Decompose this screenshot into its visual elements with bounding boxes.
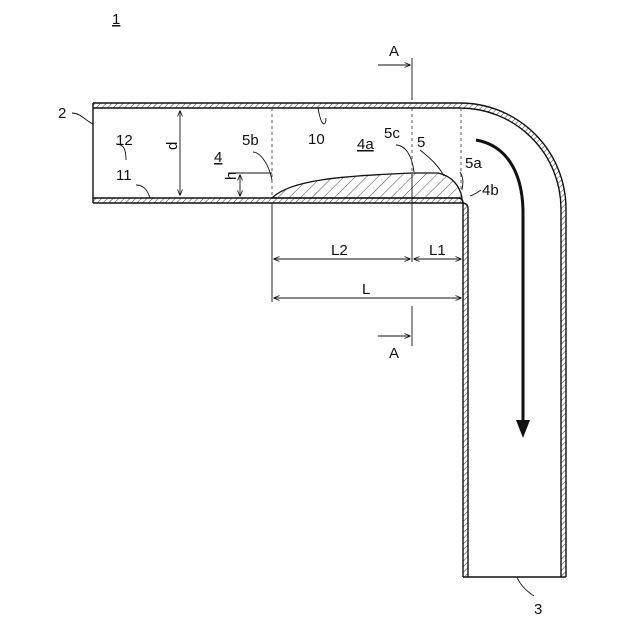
region-rear-number: 5b [242,132,259,149]
deposit-region [272,173,462,198]
dimension-h-label: h [223,172,240,180]
pipe-inlet-number: 2 [58,105,66,122]
pipe-outlet-number: 3 [534,601,542,618]
section-label-a-top: A [389,43,399,60]
dimension-d-label: d [164,142,181,150]
section-space-number: 10 [308,131,325,148]
assembly-number: 1 [112,11,120,28]
deposit-edge-number: 4b [482,182,499,199]
pipe-walls [93,103,566,577]
deposit-number: 4 [214,149,222,166]
top-wall-number: 12 [116,132,133,149]
dimension-l-label: L [362,281,370,298]
region-front-number: 5a [465,155,482,172]
deposit-top-number: 4a [357,136,374,153]
dimension-l2-label: L2 [331,242,348,259]
dimension-l1-label: L1 [429,242,446,259]
region-number: 5 [417,134,425,151]
section-label-a-bottom: A [389,345,399,362]
region-peak-number: 5c [384,125,400,142]
bottom-wall-number: 11 [116,167,132,184]
